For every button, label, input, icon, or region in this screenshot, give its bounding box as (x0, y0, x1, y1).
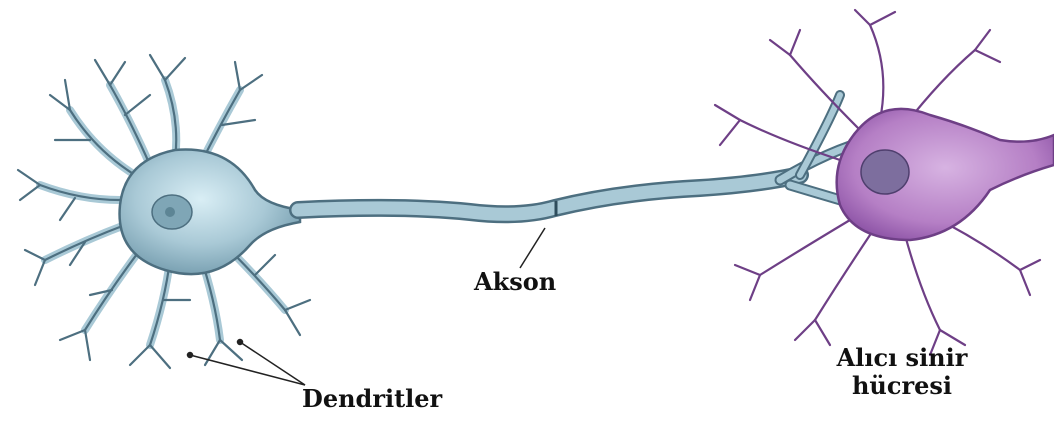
axon (298, 95, 875, 216)
receiver-label-line1: Alıcı sinir (812, 344, 992, 372)
cell-body (120, 150, 300, 275)
dendrites-label: Dendritler (302, 385, 442, 413)
receiver-nucleus (861, 150, 909, 194)
axon-label: Akson (474, 268, 556, 296)
receiver-label-line2: hücresi (812, 372, 992, 400)
dendrite-pointer-1 (190, 355, 305, 385)
receiver-cell-label: Alıcı sinir hücresi (812, 344, 992, 400)
axon-pointer (520, 228, 545, 268)
dendrite-pointer-2 (240, 342, 305, 385)
